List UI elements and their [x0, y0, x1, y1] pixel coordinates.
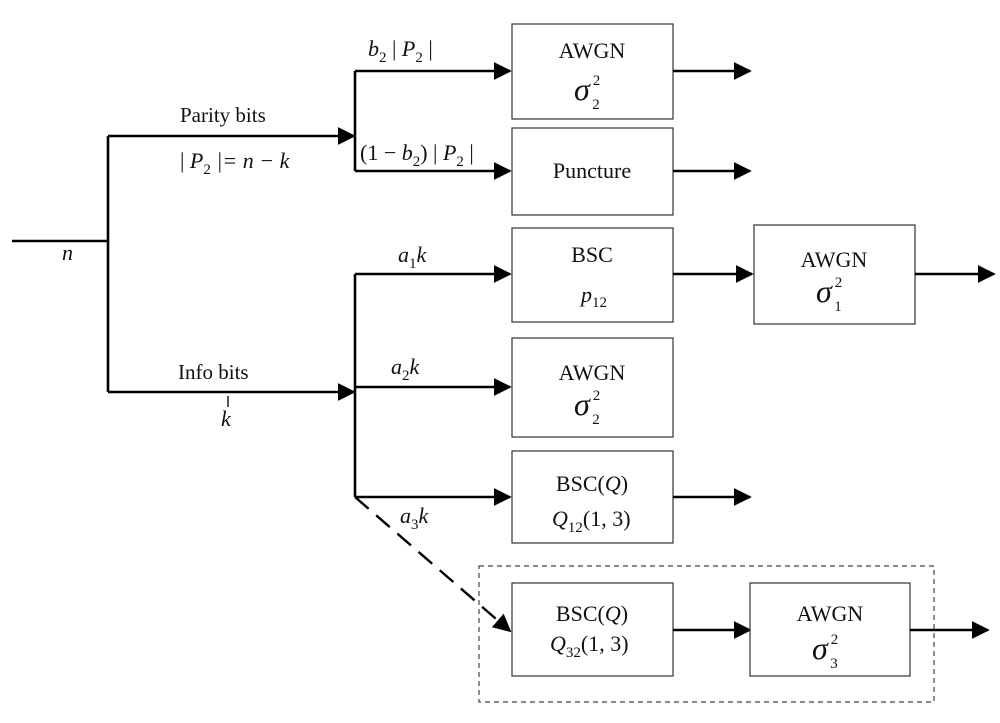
- awgn-dashed-title: AWGN: [797, 601, 864, 626]
- bscq-a3-title: BSC(Q): [556, 471, 628, 496]
- a2k-label: a2k: [391, 354, 421, 384]
- dashed-group-frame: [478, 565, 935, 703]
- parity-upper-label: b2 | P2 |: [368, 36, 433, 66]
- puncture-title: Puncture: [553, 158, 631, 183]
- input-n-label: n: [62, 240, 73, 265]
- awgn-a1-title: AWGN: [801, 247, 868, 272]
- awgn-parity-title: AWGN: [559, 38, 626, 63]
- parity-bits-label: Parity bits: [180, 103, 266, 127]
- bscq-dashed-title: BSC(Q): [556, 601, 628, 626]
- bscq-a3-param: Q12(1, 3): [552, 506, 631, 536]
- bsc-a1-param: p12: [579, 282, 607, 311]
- a3k-label: a3k: [400, 503, 430, 533]
- info-bits-label: Info bits: [178, 360, 249, 384]
- parity-lower-label: (1 − b2) | P2 |: [360, 140, 474, 170]
- bscq-dashed-param: Q32(1, 3): [550, 631, 629, 661]
- awgn-a2-title: AWGN: [559, 360, 626, 385]
- bsc-a1-title: BSC: [571, 242, 613, 267]
- bscq-a3-block: BSC(Q) Q12(1, 3): [511, 450, 674, 544]
- parity-size-label: | P2 |= n − k: [180, 148, 291, 178]
- bscq-dashed-block: BSC(Q) Q32(1, 3): [511, 582, 674, 677]
- a1k-label: a1k: [398, 242, 428, 272]
- bsc-a1-block: BSC p12: [511, 227, 674, 323]
- info-size-label: k: [221, 406, 232, 431]
- dashed-alt-arrow: [354, 496, 512, 633]
- puncture-block: Puncture: [511, 127, 674, 216]
